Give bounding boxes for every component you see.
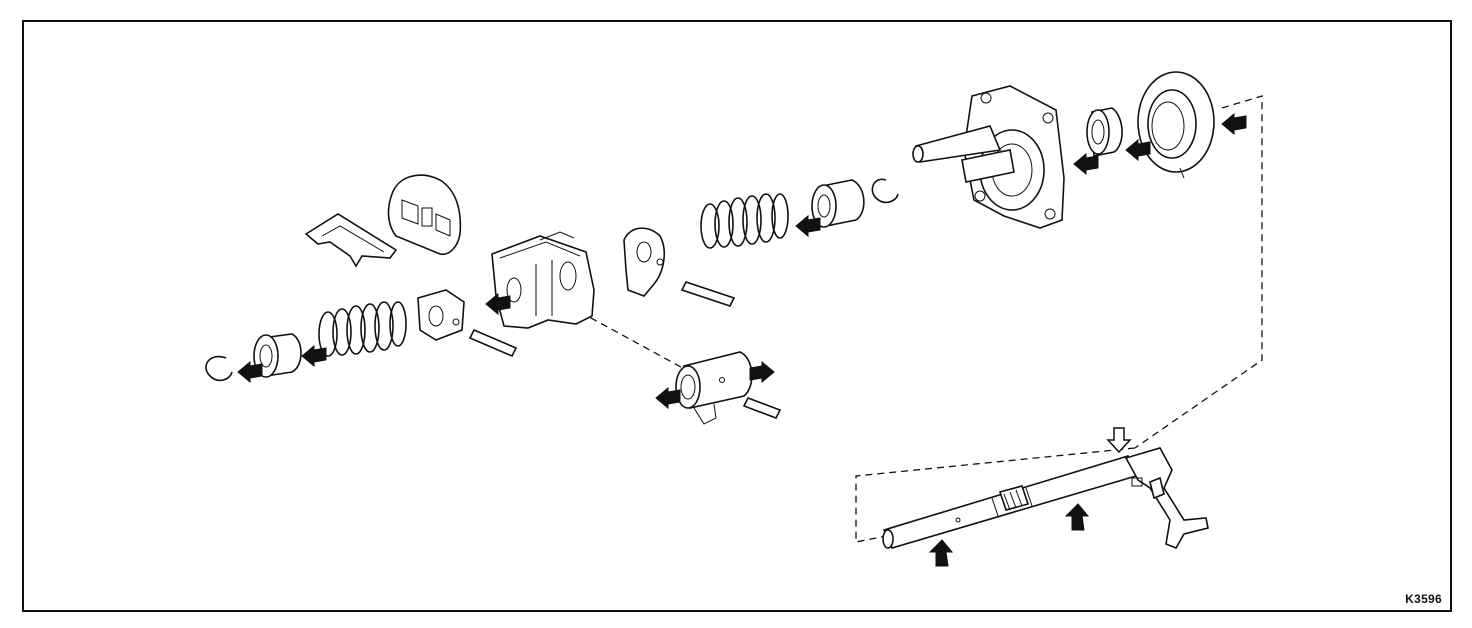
roll-pin-lower [742,396,782,420]
lube-arrow-2 [301,344,327,368]
lube-arrow-11 [1064,503,1090,531]
detent-block-left [417,289,465,341]
sliding-sleeve [675,351,753,425]
lube-arrow-1 [237,360,263,384]
spring-seat-right [811,179,865,228]
cam-lever [623,227,666,297]
selector-housing [491,231,595,329]
coil-spring-left [318,301,407,357]
figure-frame [22,20,1452,612]
retaining-clip-right [871,178,899,204]
guide-disc [387,174,462,256]
coil-spring-right [700,193,789,249]
interlock-plate [304,213,398,268]
lube-arrow-5 [749,360,775,384]
lube-arrow-10 [928,539,954,567]
roll-pin-left [468,328,518,358]
lube-arrow-9 [1221,112,1247,136]
lube-arrow-3 [485,292,511,316]
oil-seal [1137,71,1215,179]
roll-pin-middle [680,281,736,307]
selector-shaft [882,447,1209,550]
retaining-clip-left [205,355,233,382]
assembly-path-lines [579,95,1263,543]
lube-arrow-7 [1073,152,1099,176]
bushing [1086,107,1123,157]
lubrication-arrows [237,112,1247,567]
lube-arrow-6 [795,214,821,238]
lube-arrow-8 [1125,138,1151,162]
lube-arrow-4 [655,386,681,410]
cover-flange-housing [912,85,1065,229]
marker-arrow-open [1106,427,1132,454]
figure-reference-code: K3596 [1405,592,1442,606]
